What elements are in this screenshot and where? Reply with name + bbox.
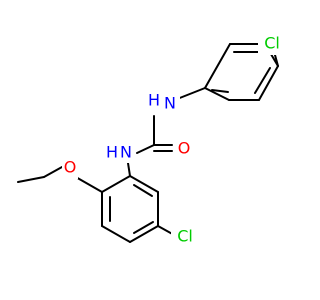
bond <box>204 87 230 101</box>
atom-label-cl-bottom: Cl <box>177 227 193 246</box>
bond <box>129 225 159 243</box>
bond <box>127 162 131 177</box>
atom-label-n-top: N <box>164 94 176 113</box>
bond <box>101 225 131 243</box>
bond <box>211 89 229 93</box>
atom-label-o-methoxy: O <box>64 158 77 177</box>
atom-labels: Cl H N O N H O Cl <box>64 34 280 246</box>
bond <box>136 144 155 154</box>
atom-label-n-mid: N <box>120 143 132 162</box>
molecule-diagram: Cl H N O N H O Cl <box>17 31 286 248</box>
bonds <box>17 43 279 243</box>
atom-label-o: O <box>178 139 191 158</box>
bond <box>17 176 45 183</box>
bond <box>73 175 103 193</box>
label-backgrounds <box>62 31 286 248</box>
bond <box>133 184 153 197</box>
bond <box>204 43 231 89</box>
bond <box>101 175 131 193</box>
bond <box>133 221 154 234</box>
molecule-structure: Cl H N O N H O Cl <box>17 31 286 248</box>
bond <box>254 67 271 94</box>
bond <box>129 175 159 193</box>
bond <box>43 166 63 178</box>
atom-label-cl-top: Cl <box>264 34 280 53</box>
bond <box>258 65 279 101</box>
atom-label-h-mid: H <box>106 143 118 162</box>
atom-label-h-top: H <box>148 91 160 110</box>
